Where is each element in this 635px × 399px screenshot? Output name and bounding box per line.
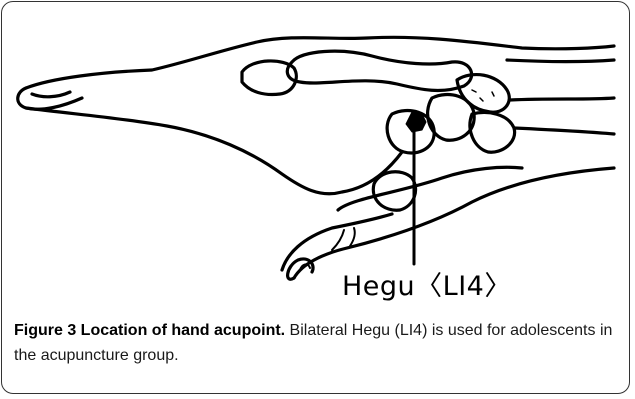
- carpal-bone-2: [470, 113, 515, 153]
- acupoint-label: Hegu〈LI4〉: [342, 264, 512, 303]
- acupoint-marker-icon: [406, 112, 426, 132]
- figure-panel: Hegu〈LI4〉 Figure 3 Location of hand acup…: [1, 1, 630, 394]
- index-metacarpal: [338, 167, 522, 210]
- hand-illustration: [2, 2, 630, 320]
- hand-upper-outline: [26, 37, 614, 88]
- wrist-line-upper: [507, 60, 614, 62]
- wrist-line-lower: [510, 98, 614, 100]
- wrist-line-bottom: [514, 128, 614, 134]
- thumb-lower-outline: [26, 108, 402, 194]
- caption-title: Figure 3 Location of hand acupoint.: [14, 322, 285, 339]
- thumb-tip: [18, 88, 82, 109]
- metacarpal-bone: [287, 51, 471, 90]
- palm-crease: [332, 230, 344, 250]
- palm-crease-2: [350, 228, 355, 246]
- carpal-bone-1: [457, 75, 509, 113]
- index-finger-base: [282, 214, 392, 270]
- figure-caption: Figure 3 Location of hand acupoint. Bila…: [14, 318, 614, 368]
- thumb-nail: [32, 92, 70, 97]
- dorsal-texture: [472, 90, 494, 101]
- index-finger-outline: [294, 168, 614, 278]
